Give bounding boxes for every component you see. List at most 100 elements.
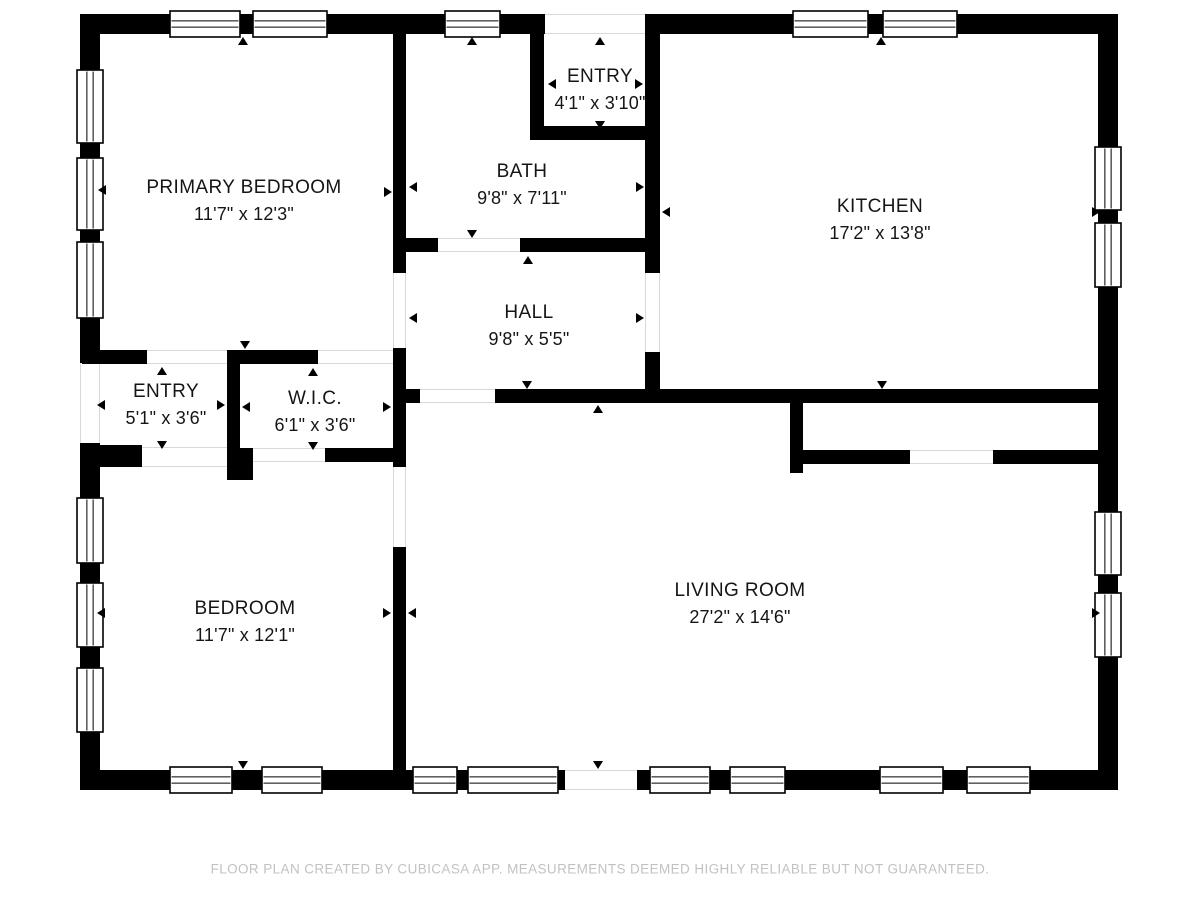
room-label-entry-top: ENTRY 4'1" x 3'10" [554, 64, 645, 116]
room-name: BEDROOM [194, 598, 296, 619]
door-opening [438, 238, 520, 252]
wall-pointer-arrow-icon [595, 121, 605, 129]
room-dimensions: 11'7" x 12'3" [194, 204, 294, 224]
door-opening [910, 450, 993, 464]
door-opening [142, 447, 227, 467]
wall-pointer-arrow-icon [157, 441, 167, 449]
wall-segment [80, 770, 170, 790]
window [966, 766, 1031, 794]
wall-pointer-arrow-icon [98, 185, 106, 195]
window [169, 766, 233, 794]
room-label-bedroom: BEDROOM 11'7" x 12'1" [195, 596, 296, 648]
door-opening [253, 448, 325, 462]
room-name: BATH [496, 161, 548, 182]
room-name: LIVING ROOM [674, 580, 806, 601]
wall-segment [558, 770, 565, 790]
wall-segment [82, 350, 147, 364]
wall-segment [393, 348, 406, 467]
wall-pointer-arrow-icon [877, 381, 887, 389]
wall-segment [393, 389, 420, 403]
wall-pointer-arrow-icon [522, 381, 532, 389]
wall-pointer-arrow-icon [636, 182, 644, 192]
wall-segment [80, 647, 100, 668]
room-label-wic: W.I.C. 6'1" x 3'6" [275, 386, 356, 438]
wall-segment [227, 448, 253, 480]
wall-segment [393, 34, 406, 273]
window [1094, 222, 1122, 288]
wall-segment [80, 14, 100, 70]
wall-pointer-arrow-icon [308, 442, 318, 450]
wall-pointer-arrow-icon [409, 182, 417, 192]
window [1094, 146, 1122, 211]
wall-pointer-arrow-icon [523, 256, 533, 264]
door-opening [147, 350, 227, 364]
door-opening [318, 350, 393, 364]
door-opening [393, 273, 406, 350]
room-dimensions: 17'2" x 13'8" [829, 223, 931, 243]
wall-pointer-arrow-icon [595, 37, 605, 45]
room-label-bath: BATH 9'8" x 7'11" [477, 159, 567, 211]
window [76, 497, 104, 564]
wall-pointer-arrow-icon [548, 79, 556, 89]
window [76, 582, 104, 648]
wall-pointer-arrow-icon [467, 37, 477, 45]
room-dimensions: 11'7" x 12'1" [195, 625, 295, 645]
room-label-living-room: LIVING ROOM 27'2" x 14'6" [674, 578, 805, 630]
wall-segment [232, 770, 262, 790]
room-dimensions: 27'2" x 14'6" [689, 607, 791, 627]
room-name: PRIMARY BEDROOM [146, 177, 342, 198]
wall-segment [327, 14, 445, 34]
wall-segment [80, 563, 100, 583]
room-label-hall: HALL 9'8" x 5'5" [489, 300, 570, 352]
window [76, 667, 104, 733]
wall-segment [803, 450, 910, 464]
window [467, 766, 559, 794]
wall-pointer-arrow-icon [240, 341, 250, 349]
wall-segment [993, 450, 1118, 464]
room-label-entry-left: ENTRY 5'1" x 3'6" [126, 379, 207, 431]
window [444, 10, 501, 38]
room-label-kitchen: KITCHEN 17'2" x 13'8" [829, 194, 930, 246]
door-opening [80, 363, 100, 443]
wall-segment [790, 395, 803, 473]
wall-segment [520, 238, 660, 252]
wall-segment [325, 448, 406, 462]
door-opening [545, 14, 645, 34]
wall-segment [1098, 657, 1118, 790]
wall-segment [240, 14, 253, 34]
wall-segment [495, 389, 1118, 403]
room-dimensions: 5'1" x 3'6" [125, 408, 207, 428]
wall-segment [393, 238, 438, 252]
wall-pointer-arrow-icon [383, 402, 391, 412]
room-name: ENTRY [566, 66, 634, 87]
wall-pointer-arrow-icon [636, 313, 644, 323]
window [76, 69, 104, 144]
window [76, 157, 104, 231]
room-name: ENTRY [132, 381, 200, 402]
wall-pointer-arrow-icon [408, 608, 416, 618]
wall-pointer-arrow-icon [409, 313, 417, 323]
wall-pointer-arrow-icon [1092, 608, 1100, 618]
wall-pointer-arrow-icon [242, 402, 250, 412]
footer-disclaimer: FLOOR PLAN CREATED BY CUBICASA APP. MEAS… [210, 861, 990, 877]
room-dimensions: 4'1" x 3'10" [554, 93, 646, 113]
room-name: KITCHEN [836, 196, 924, 217]
window [252, 10, 328, 38]
wall-segment [80, 14, 170, 34]
room-dimensions: 6'1" x 3'6" [274, 415, 356, 435]
window [412, 766, 458, 794]
room-name: W.I.C. [287, 388, 343, 409]
wall-segment [957, 14, 1118, 34]
window [261, 766, 323, 794]
wall-segment [943, 770, 967, 790]
wall-segment [457, 770, 468, 790]
window [649, 766, 711, 794]
wall-pointer-arrow-icon [97, 608, 105, 618]
wall-segment [1030, 770, 1118, 790]
wall-pointer-arrow-icon [467, 230, 477, 238]
window [1094, 592, 1122, 658]
room-label-primary-bedroom: PRIMARY BEDROOM 11'7" x 12'3" [146, 175, 341, 227]
wall-segment [710, 770, 730, 790]
wall-segment [637, 770, 650, 790]
wall-pointer-arrow-icon [217, 400, 225, 410]
